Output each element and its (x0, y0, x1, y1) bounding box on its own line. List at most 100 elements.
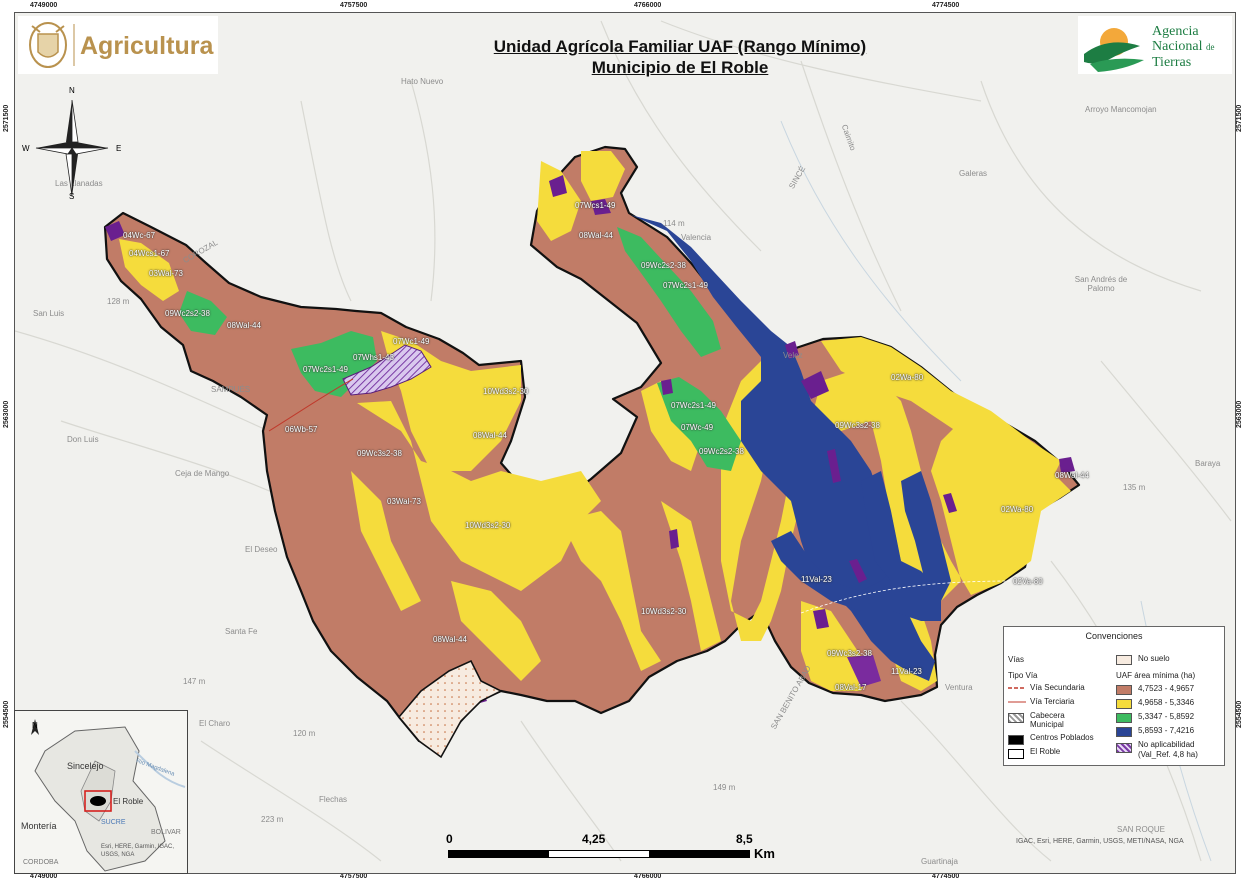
class-swatch-2 (1116, 699, 1132, 709)
coord-left-1: 2571500 (3, 104, 10, 132)
legend-el-roble: El Roble (1030, 747, 1061, 756)
coord-left-2: 2563000 (3, 400, 10, 428)
legend-class-2: 4,9658 - 5,3346 (1138, 698, 1195, 707)
ant-logo-line2-wrap: Nacional de (1152, 39, 1215, 55)
ant-logo: Agencia Nacional de Tierras (1078, 16, 1232, 74)
coord-top-2: 4757500 (340, 2, 368, 9)
coord-left-3: 2554500 (3, 700, 10, 728)
unit-label: 07Whs1-43 (353, 353, 394, 362)
unit-label: 10Wd3s2-30 (641, 607, 687, 616)
legend-no-suelo: No suelo (1138, 654, 1170, 663)
coat-of-arms-icon (29, 22, 75, 68)
legend-panel: Convenciones Vías Tipo Vía Vía Secundari… (1003, 626, 1225, 766)
unit-label: 07Wc2s1-49 (671, 401, 716, 410)
compass-e: E (116, 144, 122, 153)
ant-logo-de: de (1206, 42, 1215, 52)
class-swatch-4 (1116, 727, 1132, 737)
ant-logo-text: Agencia Nacional de Tierras (1152, 24, 1215, 70)
legend-class-3: 5,3347 - 5,8592 (1138, 712, 1195, 721)
place-label: 128 m (107, 297, 130, 306)
place-label: 135 m (1123, 483, 1146, 492)
unit-label: 07Wc2s1-49 (663, 281, 708, 290)
place-label: 147 m (183, 677, 206, 686)
inset-attribution: Esri, HERE, Garmin, IGAC, USGS, NGA (101, 844, 175, 858)
scale-unit: Km (754, 846, 775, 861)
unit-label: 04Wcs1-67 (129, 249, 170, 258)
inset-monteria: Montería (21, 821, 57, 831)
map-attribution: IGAC, Esri, HERE, Garmin, USGS, METI/NAS… (1016, 838, 1184, 845)
legend-no-aplica-2: (Val_Ref. 4,8 ha) (1138, 750, 1198, 759)
agricultura-logo: Agricultura (18, 16, 218, 74)
scale-label-2: 8,5 (736, 832, 753, 846)
via-secundaria-symbol (1008, 687, 1026, 689)
unit-label: 09Wc2s2-38 (641, 261, 686, 270)
unit-label: 09Wc2s2-38 (165, 309, 210, 318)
inset-el-roble: El Roble (113, 797, 144, 806)
compass-s: S (69, 192, 75, 201)
cabecera-swatch (1008, 713, 1024, 723)
place-label: Velez (783, 351, 803, 360)
place-label: Santa Fe (225, 627, 258, 636)
unit-label: 06Wb-57 (285, 425, 318, 434)
legend-no-aplica: No aplicabilidad (Val_Ref. 4,8 ha) (1138, 740, 1198, 760)
legend-via-secundaria: Vía Secundaria (1030, 683, 1085, 692)
legend-via-terciaria: Vía Terciaria (1030, 697, 1075, 706)
place-label: SAN ROQUE (1117, 825, 1166, 834)
no-aplica-swatch (1116, 743, 1132, 753)
coord-right-3: 2554500 (1236, 700, 1243, 728)
place-label: 149 m (713, 783, 736, 792)
via-terciaria-symbol (1008, 701, 1026, 703)
unit-label: 08Wal-44 (227, 321, 261, 330)
legend-title: Convenciones (1085, 631, 1143, 641)
unit-label: 07Wc-49 (681, 423, 714, 432)
place-label: SAMPUÉS (211, 385, 251, 394)
unit-label: 07Wc1-49 (393, 337, 430, 346)
coord-bottom-1: 4749000 (30, 873, 58, 880)
place-label: San Andrés de Palomo (1074, 275, 1128, 293)
unit-label: 09Wc3s2-38 (357, 449, 402, 458)
place-label: Hato Nuevo (401, 77, 444, 86)
north-arrow: N S E W (22, 86, 122, 202)
coord-right-2: 2563000 (1236, 400, 1243, 428)
unit-label: 02Va-80 (1013, 577, 1043, 586)
map-title-line2: Municipio de El Roble (591, 58, 769, 77)
unit-label: 10Wd3s2-30 (483, 387, 529, 396)
place-label: Ventura (945, 683, 973, 692)
compass-w: W (22, 144, 30, 153)
legend-tipo-via: Tipo Vía (1008, 671, 1038, 680)
legend-vias: Vías (1008, 655, 1025, 664)
place-label: Galeras (959, 169, 988, 178)
unit-label: 02Wa-80 (1001, 505, 1034, 514)
scale-label-0: 0 (446, 832, 453, 846)
unit-label: 07Wcs1-49 (575, 201, 616, 210)
map-title-line1: Unidad Agrícola Familiar UAF (Rango Míni… (493, 37, 867, 56)
place-label: El Deseo (245, 545, 278, 554)
map-canvas[interactable]: Hato Nuevo San Luis Las Llanadas Don Lui… (14, 12, 1236, 874)
inset-sucre: SUCRE (101, 819, 126, 826)
unit-label: 08Val-17 (835, 683, 867, 692)
place-label: 120 m (293, 729, 316, 738)
unit-label: 09Wc3s2-38 (827, 649, 872, 658)
unit-label: 11Val-23 (891, 667, 922, 676)
inset-sincelejo: Sincelejo (67, 761, 104, 771)
no-suelo-zone (397, 659, 503, 759)
el-roble-swatch (1008, 749, 1024, 759)
coord-top-3: 4766000 (634, 2, 662, 9)
unit-label: 10Wd3s2-30 (465, 521, 511, 530)
unit-label: 04Wc-67 (123, 231, 156, 240)
scale-bar: 0 4,25 8,5 Km (446, 832, 775, 862)
place-label: Valencia (681, 233, 712, 242)
unit-label: 08Wal-44 (473, 431, 507, 440)
place-label: Guartinaja (921, 857, 958, 866)
place-label: Las Llanadas (55, 179, 103, 188)
legend-class-1: 4,7523 - 4,9657 (1138, 684, 1195, 693)
place-label: 223 m (261, 815, 284, 824)
legend-cabecera: Cabecera Municipal (1030, 711, 1065, 729)
cabecera-municipal (342, 344, 432, 396)
ant-logo-line1: Agencia (1152, 24, 1199, 39)
scale-label-1: 4,25 (582, 832, 606, 846)
agricultura-logo-text: Agricultura (80, 32, 214, 60)
unit-label: 08Wal-44 (1055, 471, 1089, 480)
coord-bottom-4: 4774500 (932, 873, 960, 880)
